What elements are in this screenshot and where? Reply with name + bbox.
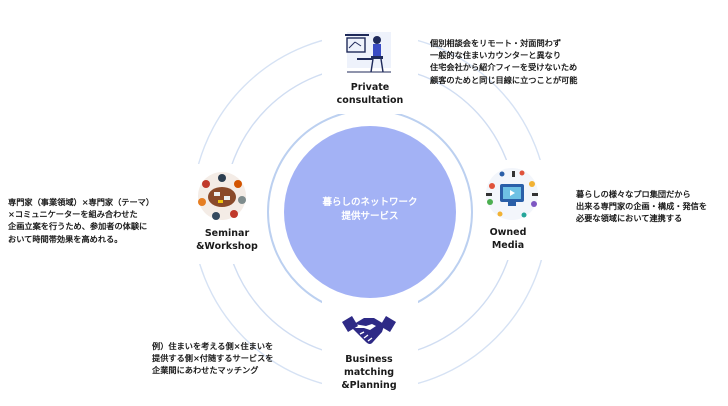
private-desc-line: 住宅会社から紹介フィーを受けないため bbox=[430, 62, 578, 73]
seminar-label-line2: &Workshop bbox=[196, 241, 258, 252]
business-matching-description: 例）住まいを考える側×住まいを 提供する側×付随するサービスを 企業間にあわせた… bbox=[152, 340, 274, 377]
handshake-icon bbox=[342, 316, 396, 344]
owned-desc-line: 必要な領域において連携する bbox=[576, 213, 683, 224]
seminar-workshop-label: Seminar &Workshop bbox=[186, 227, 268, 253]
owned-label-line1: Owned bbox=[489, 227, 527, 238]
business-label-line1: Business bbox=[345, 354, 393, 365]
private-label-line2: consultation bbox=[336, 95, 404, 106]
private-consultation-label: Private consultation bbox=[330, 81, 410, 107]
seminar-desc-line: ×コミュニケーターを組み合わせた bbox=[8, 209, 138, 220]
business-label-line2: matching bbox=[343, 367, 395, 378]
center-title-line1: 暮らしのネットワーク bbox=[322, 197, 418, 208]
seminar-desc-line: 専門家（事業領域）×専門家（テーマ） bbox=[8, 197, 155, 207]
private-desc-line: 個別相談会をリモート・対面問わず bbox=[430, 38, 562, 48]
business-desc-line: 提供する側×付随するサービスを bbox=[152, 353, 274, 364]
seminar-label-line1: Seminar bbox=[204, 228, 250, 239]
owned-media-label: Owned Media bbox=[473, 226, 543, 252]
private-label-line1: Private bbox=[350, 82, 390, 93]
owned-desc-line: 出来る専門家の企画・構成・発信を bbox=[576, 201, 708, 212]
seminar-desc-line: おいて時間帯効果を高めれる。 bbox=[8, 233, 123, 244]
center-circle bbox=[284, 126, 456, 298]
business-label-line3: &Planning bbox=[341, 380, 397, 391]
center-title: 暮らしのネットワーク 提供サービス bbox=[312, 196, 428, 224]
business-desc-line: 例）住まいを考える側×住まいを bbox=[152, 341, 274, 351]
owned-label-line2: Media bbox=[491, 240, 525, 251]
seminar-desc-line: 企画立案を行うため、参加者の体験に bbox=[8, 221, 148, 232]
owned-media-description: 暮らしの様々なプロ集団だから 出来る専門家の企画・構成・発信を 必要な領域におい… bbox=[576, 188, 707, 225]
seminar-workshop-description: 専門家（事業領域）×専門家（テーマ） ×コミュニケーターを組み合わせた 企画立案… bbox=[8, 196, 154, 245]
business-desc-line: 企業間にあわせたマッチング bbox=[152, 365, 259, 376]
workshop-icon bbox=[198, 172, 246, 220]
private-consultation-description: 個別相談会をリモート・対面問わず 一般的な住まいカウンターと異なり 住宅会社から… bbox=[430, 37, 577, 86]
media-icon bbox=[486, 168, 538, 220]
center-title-line2: 提供サービス bbox=[341, 211, 399, 222]
business-matching-label: Business matching &Planning bbox=[327, 353, 411, 392]
private-desc-line: 顧客のためと同じ目線に立つことが可能 bbox=[430, 74, 578, 85]
private-desc-line: 一般的な住まいカウンターと異なり bbox=[430, 50, 562, 61]
owned-desc-line: 暮らしの様々なプロ集団だから bbox=[576, 189, 691, 199]
consultation-icon bbox=[345, 32, 391, 73]
